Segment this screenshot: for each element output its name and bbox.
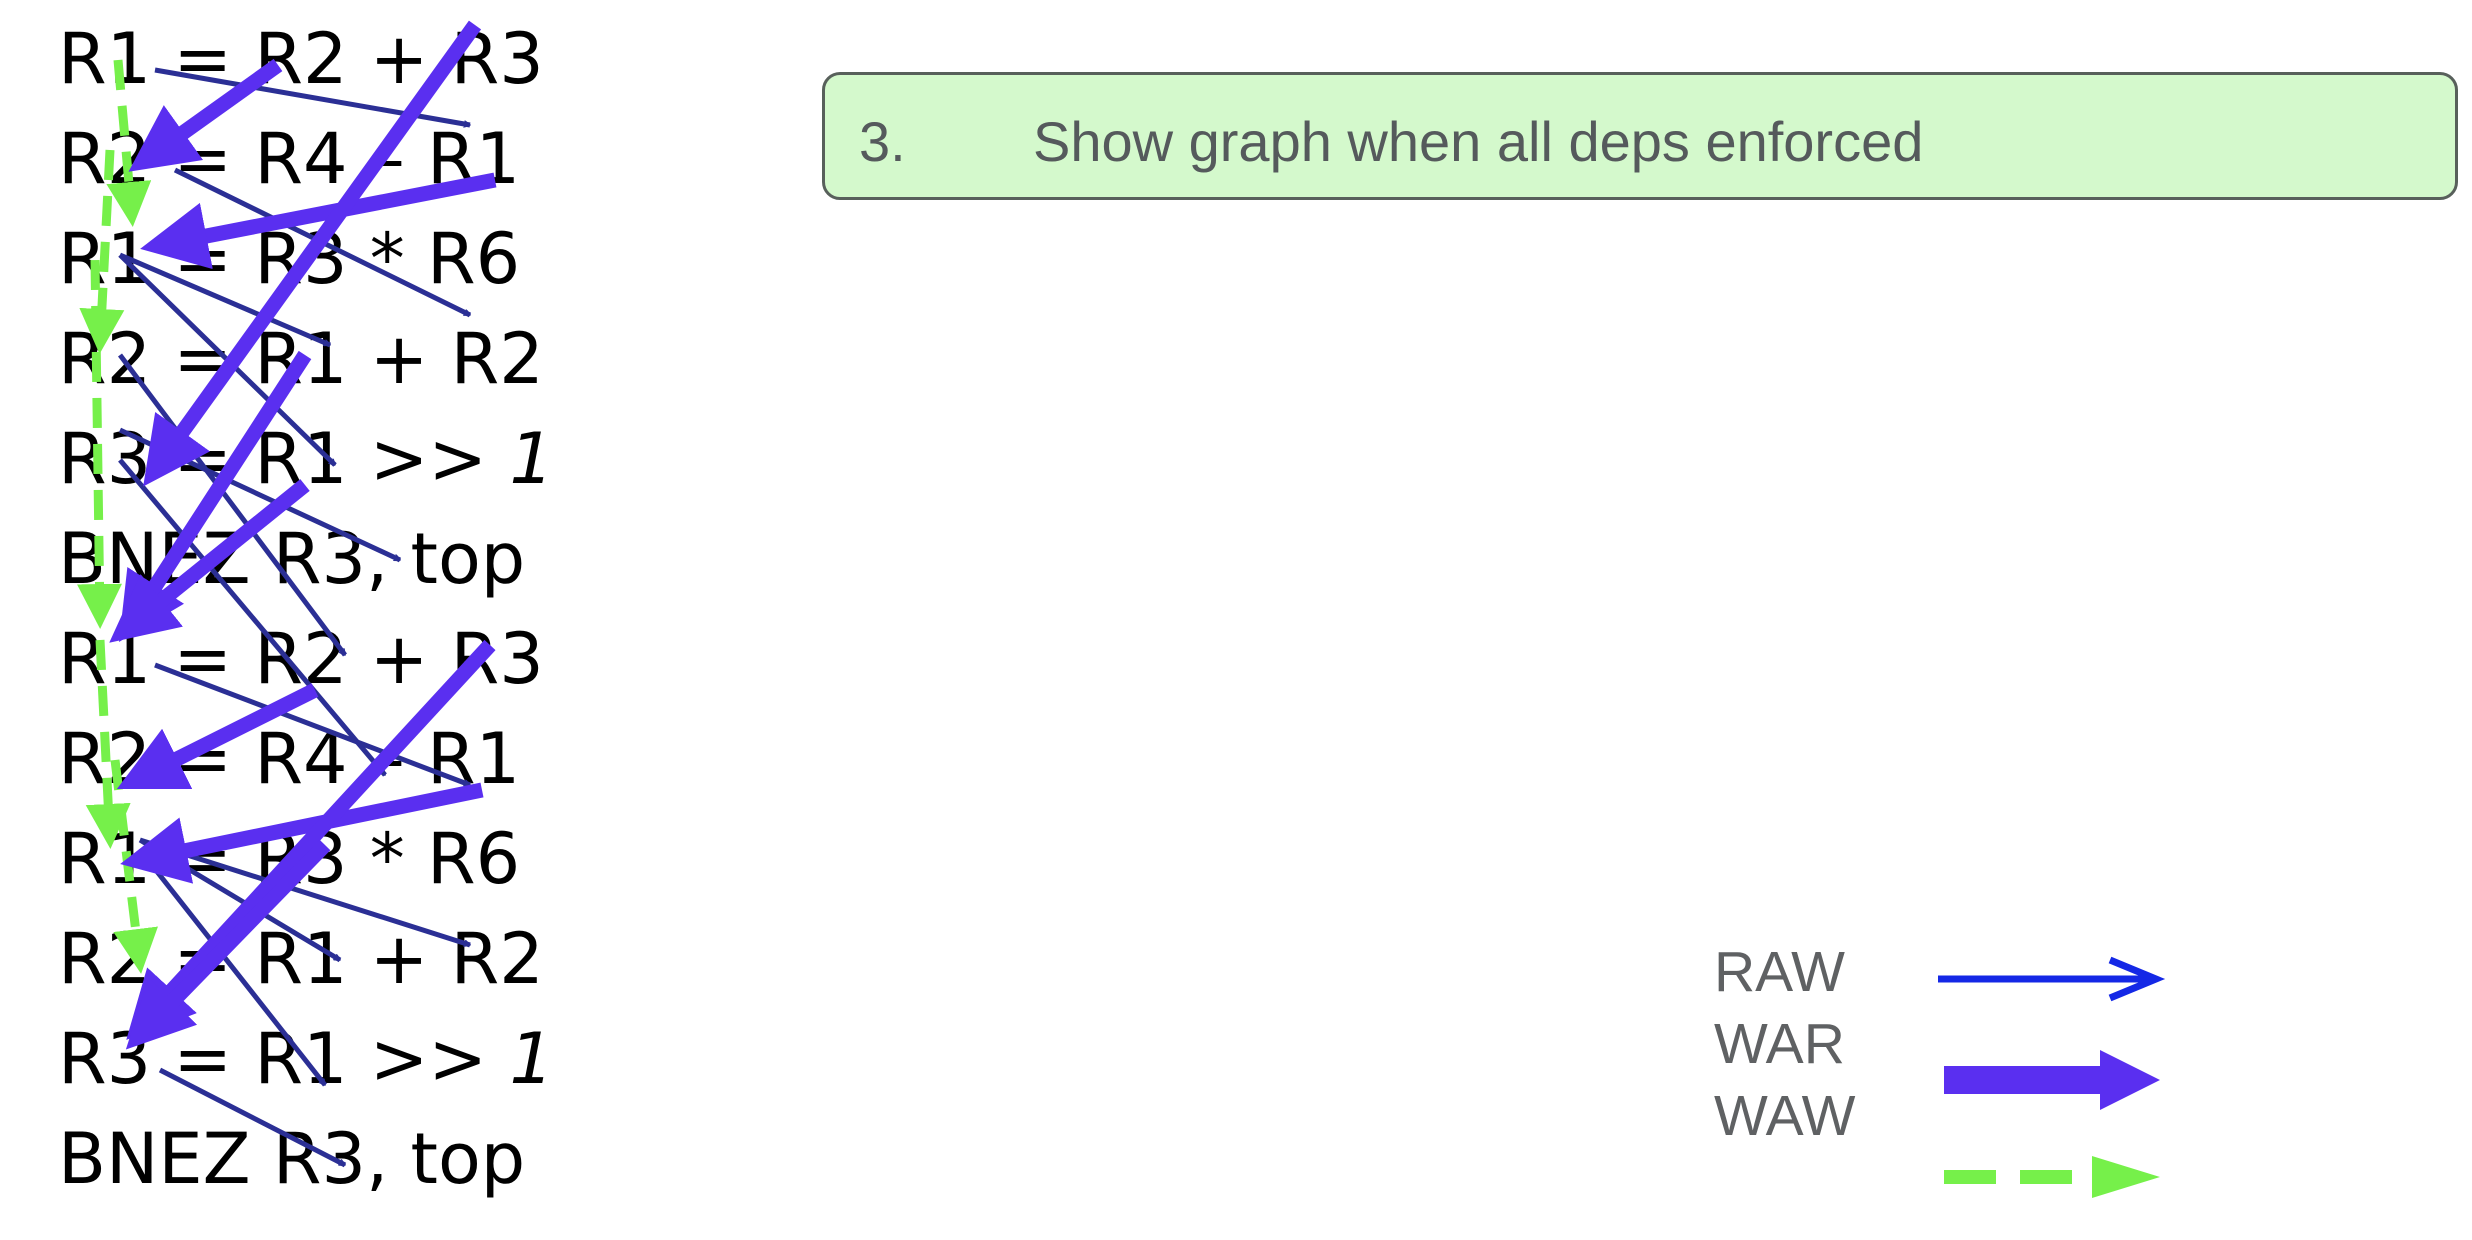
legend-waw-arrow xyxy=(1944,1156,2160,1198)
code-line: R1 = R3 * R6 xyxy=(58,818,521,900)
code-line: R1 = R2 + R3 xyxy=(58,618,544,700)
instruction-callout: 3. Show graph when all deps enforced xyxy=(822,72,2458,200)
code-line: R3 = R1 >> 1 xyxy=(58,418,554,500)
code-line: R1 = R3 * R6 xyxy=(58,218,521,300)
code-line: R2 = R4 – R1 xyxy=(58,118,521,200)
legend-raw-arrow xyxy=(1938,956,2166,1002)
code-line: BNEZ R3, top xyxy=(58,1118,526,1200)
code-line: R2 = R1 + R2 xyxy=(58,918,544,1000)
legend-arrows xyxy=(1938,956,2166,1198)
code-line: R3 = R1 >> 1 xyxy=(58,1018,554,1100)
callout-text: Show graph when all deps enforced xyxy=(1033,110,1924,173)
code-listing: R1 = R2 + R3 R2 = R4 – R1 R1 = R3 * R6 R… xyxy=(0,0,560,1240)
legend: RAW WAR WAW xyxy=(1714,936,1855,1152)
code-line: R1 = R2 + R3 xyxy=(58,18,544,100)
code-line: R2 = R1 + R2 xyxy=(58,318,544,400)
legend-label-waw: WAW xyxy=(1714,1084,1856,1148)
legend-war-arrow xyxy=(1944,1050,2160,1110)
callout-number: 3. xyxy=(859,110,906,173)
code-line: BNEZ R3, top xyxy=(58,518,526,600)
code-line: R2 = R4 – R1 xyxy=(58,718,521,800)
legend-label-raw: RAW xyxy=(1714,940,1845,1004)
legend-label-war: WAR xyxy=(1714,1012,1845,1076)
